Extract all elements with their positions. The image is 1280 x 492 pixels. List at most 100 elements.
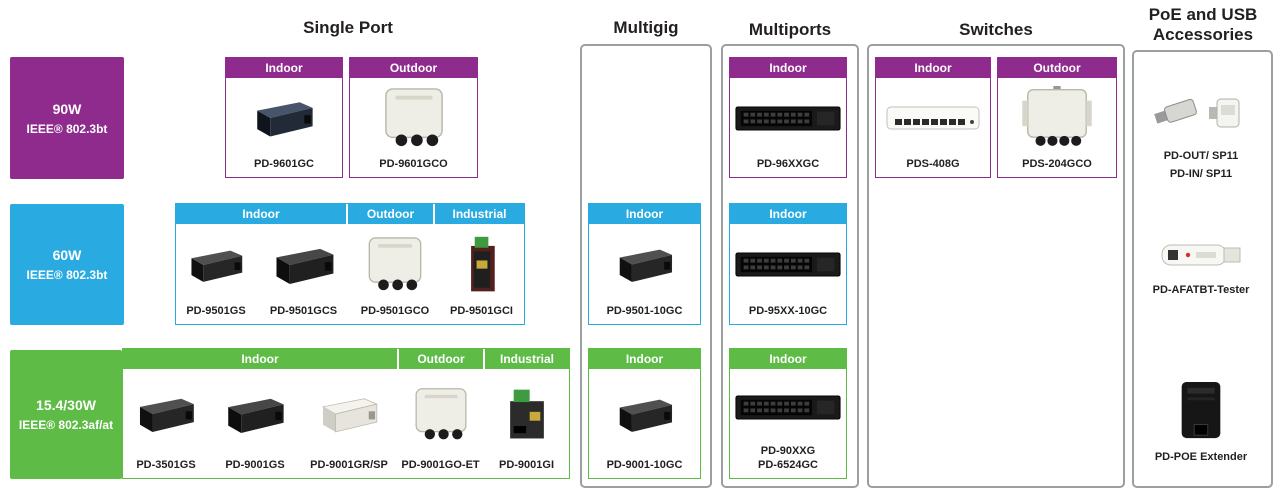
product-label: PD-9601GCO bbox=[379, 158, 448, 170]
accessory-pd-poe-extender: PD-POE Extender bbox=[1140, 380, 1262, 465]
psu-dark-icon bbox=[228, 398, 284, 433]
pd-afatbt-tester-product-image bbox=[1158, 235, 1244, 280]
box-pd-90xxg-pd-6524gc: Indoor PD-90XXG PD-6524GC bbox=[729, 348, 847, 479]
pd-95xx-10gc-product-image bbox=[730, 224, 846, 305]
product-label: PD-9001GI bbox=[498, 459, 555, 471]
box-header-indoor: Indoor bbox=[589, 349, 700, 369]
pd-90xxg-product-image bbox=[730, 369, 846, 445]
box-pds-408g: Indoor PDS-408G bbox=[875, 57, 991, 178]
category-30w-standard: IEEE® 802.3af/at bbox=[18, 418, 114, 432]
product-label: PD-96XXGC bbox=[756, 158, 820, 170]
multigig-column-frame bbox=[580, 44, 712, 488]
box-pd-9601gco: Outdoor PD-9601GCO bbox=[349, 57, 478, 178]
product-label-line1: PD-OUT/ SP11 bbox=[1163, 150, 1239, 162]
product-label: PD-9001GO-ET bbox=[401, 459, 480, 471]
product-label: PD-9001-10GC bbox=[606, 459, 683, 471]
accessory-pd-afatbt-tester: PD-AFATBT-Tester bbox=[1140, 235, 1262, 298]
box-header-indoor: Indoor bbox=[176, 204, 346, 224]
pd-9501gs-product-image bbox=[176, 224, 256, 305]
pd-9001gr-sp-product-image bbox=[301, 369, 397, 459]
psu-dark-icon bbox=[619, 399, 672, 432]
box-header-outdoor: Outdoor bbox=[998, 58, 1116, 78]
slot-pd-9501gci: PD-9501GCI bbox=[439, 224, 524, 324]
box-single-port-30w: Indoor Outdoor Industrial PD-3501GS bbox=[122, 348, 570, 479]
product-label-line2: PD-IN/ SP11 bbox=[1169, 168, 1233, 180]
header-accessories: PoE and USB Accessories bbox=[1130, 5, 1276, 45]
outdoor-enclosure-icon bbox=[1022, 86, 1092, 146]
pd-96xxgc-product-image bbox=[730, 78, 846, 158]
header-multiports: Multiports bbox=[748, 20, 832, 39]
pd-9601gco-product-image bbox=[350, 78, 477, 158]
product-label: PD-95XX-10GC bbox=[748, 305, 828, 317]
slot-pd-9001gs: PD-9001GS bbox=[209, 369, 301, 478]
box-header-indoor: Indoor bbox=[876, 58, 990, 78]
outdoor-unit-icon bbox=[415, 387, 466, 439]
accessories-column-frame bbox=[1132, 50, 1273, 488]
category-90w: 90W IEEE® 802.3bt bbox=[10, 57, 124, 179]
slot-pd-9501gcs: PD-9501GCS bbox=[256, 224, 351, 324]
header-switches: Switches bbox=[959, 20, 1033, 39]
box-header-indoor: Indoor bbox=[123, 349, 397, 369]
psu-dark-icon bbox=[139, 398, 194, 432]
product-slots: PD-9501GS PD-9501GCS bbox=[176, 224, 524, 324]
box-header-outdoor: Outdoor bbox=[350, 58, 477, 78]
pd-3501gs-product-image bbox=[123, 369, 209, 459]
product-label: PD-9001GR/SP bbox=[310, 459, 388, 471]
product-label: PD-3501GS bbox=[136, 459, 196, 471]
box-header-industrial: Industrial bbox=[485, 349, 569, 369]
header-accessories-line1: PoE and USB bbox=[1148, 5, 1258, 24]
box-header-indoor: Indoor bbox=[730, 204, 846, 224]
box-header-outdoor: Outdoor bbox=[348, 204, 433, 224]
product-label: PD-9001GS bbox=[225, 459, 285, 471]
psu-dark-icon bbox=[257, 102, 313, 137]
desktop-switch-icon bbox=[886, 106, 980, 130]
pd-9001go-et-product-image bbox=[397, 369, 484, 459]
pd-poe-extender-product-image bbox=[1172, 380, 1230, 447]
pds-408g-product-image bbox=[876, 78, 990, 158]
product-label-line1: PD-90XXG bbox=[760, 445, 816, 457]
psu-dark-icon bbox=[191, 250, 243, 282]
industrial-unit-icon bbox=[470, 236, 495, 291]
product-label: PD-9501GCS bbox=[269, 305, 338, 317]
slot-pd-9001gr-sp: PD-9001GR/SP bbox=[301, 369, 397, 478]
product-label: PD-AFATBT-Tester bbox=[1152, 284, 1250, 296]
tester-icon bbox=[1161, 244, 1241, 266]
box-single-port-60w: Indoor Outdoor Industrial PD-9501GS bbox=[175, 203, 525, 325]
pds-204gco-product-image bbox=[998, 78, 1116, 158]
psu-white-icon bbox=[321, 398, 378, 433]
box-pd-96xxgc: Indoor PD-96XXGC bbox=[729, 57, 847, 178]
slot-pd-9501gs: PD-9501GS bbox=[176, 224, 256, 324]
box-header-outdoor: Outdoor bbox=[399, 349, 483, 369]
box-pd-9001-10gc: Indoor PD-9001-10GC bbox=[588, 348, 701, 479]
segment-headers: Indoor Outdoor Industrial bbox=[123, 349, 569, 369]
product-label: PD-9601GC bbox=[254, 158, 314, 170]
box-pd-9601gc: Indoor PD-9601GC bbox=[225, 57, 343, 178]
slot-pd-9501gco: PD-9501GCO bbox=[351, 224, 439, 324]
category-90w-power: 90W bbox=[52, 100, 82, 117]
box-header-indoor: Indoor bbox=[730, 58, 846, 78]
category-60w-standard: IEEE® 802.3bt bbox=[26, 268, 108, 282]
category-90w-standard: IEEE® 802.3bt bbox=[26, 121, 108, 136]
rack-switch-icon bbox=[735, 105, 841, 131]
pd-9501gco-product-image bbox=[351, 224, 439, 305]
category-30w: 15.4/30W IEEE® 802.3af/at bbox=[10, 350, 122, 479]
box-header-indoor: Indoor bbox=[226, 58, 342, 78]
header-single-port: Single Port bbox=[303, 18, 393, 37]
psu-dark-icon bbox=[619, 249, 672, 282]
box-header-indoor: Indoor bbox=[730, 349, 846, 369]
extender-icon bbox=[1181, 382, 1221, 439]
pd-9501gcs-product-image bbox=[256, 224, 351, 305]
switches-column-frame bbox=[867, 44, 1125, 488]
box-pd-95xx-10gc: Indoor PD-95XX-10GC bbox=[729, 203, 847, 325]
box-header-industrial: Industrial bbox=[435, 204, 524, 224]
rack-switch-icon bbox=[735, 394, 841, 420]
product-label: PD-9501GCI bbox=[450, 305, 513, 317]
pd-9501gci-product-image bbox=[439, 224, 524, 305]
product-label: PD-9501GCO bbox=[360, 305, 430, 317]
pd-9001gs-product-image bbox=[209, 369, 301, 459]
pd-9501-10gc-product-image bbox=[589, 224, 700, 305]
category-30w-power: 15.4/30W bbox=[36, 397, 96, 413]
slot-pd-9001go-et: PD-9001GO-ET bbox=[397, 369, 484, 478]
product-label: PD-9501-10GC bbox=[606, 305, 683, 317]
